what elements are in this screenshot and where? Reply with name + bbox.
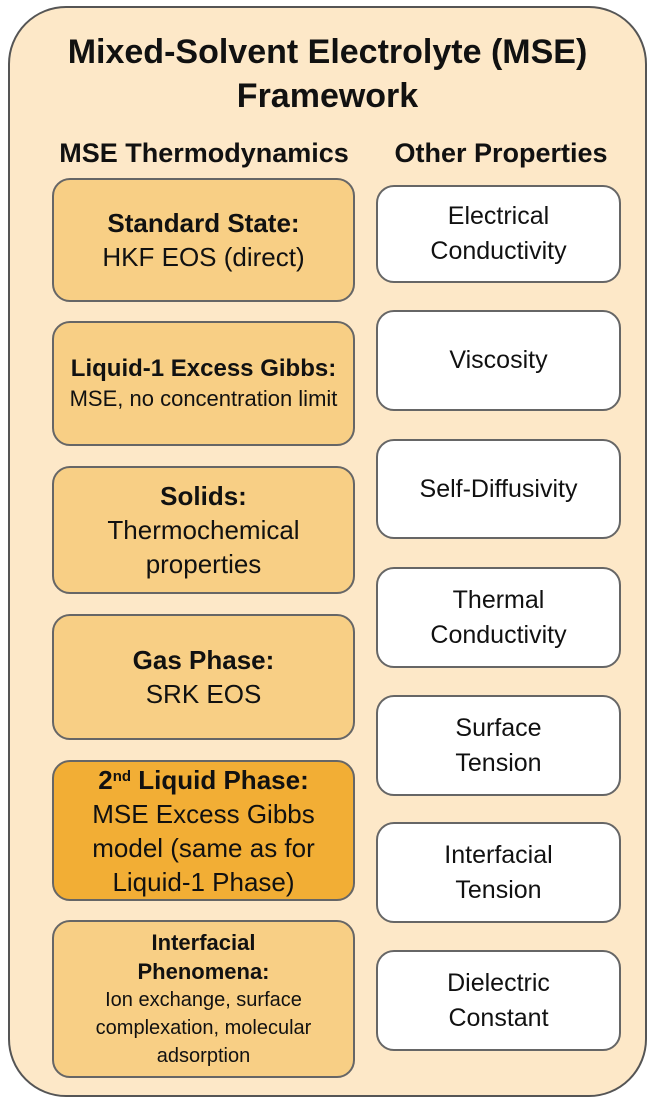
surface-tension-box: Surface Tension <box>376 695 621 796</box>
liquid-1-excess-gibbs-box: Liquid-1 Excess Gibbs: MSE, no concentra… <box>52 321 355 446</box>
interfacial-phenomena-heading: Interfacial Phenomena: <box>137 930 270 984</box>
diagram-title: Mixed-Solvent Electrolyte (MSE) Framewor… <box>67 33 588 115</box>
solids-body: Thermochemical properties <box>107 515 300 579</box>
second-liquid-phase-body: MSE Excess Gibbs model (same as for Liqu… <box>92 798 315 897</box>
solids-heading: Solids: <box>160 481 247 511</box>
viscosity-box: Viscosity <box>376 310 621 411</box>
gas-phase-heading: Gas Phase: <box>132 645 275 675</box>
self-diffusivity-box: Self-Diffusivity <box>376 439 621 539</box>
gas-phase-box: Gas Phase: SRK EOS <box>52 614 355 740</box>
interfacial-phenomena-body: Ion exchange, surface complexation, mole… <box>95 989 312 1067</box>
interfacial-phenomena-box: Interfacial Phenomena: Ion exchange, sur… <box>52 920 355 1078</box>
second-liquid-phase-box: 2nd Liquid Phase: MSE Excess Gibbs model… <box>52 760 355 901</box>
interfacial-tension-box: Interfacial Tension <box>376 822 621 923</box>
standard-state-box: Standard State: HKF EOS (direct) <box>52 178 355 302</box>
gas-phase-body: SRK EOS <box>145 679 262 709</box>
thermal-conductivity-box: Thermal Conductivity <box>376 567 621 668</box>
liquid-1-excess-gibbs-heading: Liquid-1 Excess Gibbs: <box>70 355 337 382</box>
dielectric-constant-box: Dielectric Constant <box>376 950 621 1051</box>
thermodynamics-column-header: MSE Thermodynamics <box>59 138 349 168</box>
liquid-1-excess-gibbs-body: MSE, no concentration limit <box>69 386 338 411</box>
standard-state-heading: Standard State: <box>107 208 300 238</box>
standard-state-body: HKF EOS (direct) <box>102 242 305 272</box>
solids-box: Solids: Thermochemical properties <box>52 466 355 594</box>
properties-column-header: Other Properties <box>394 138 608 168</box>
electrical-conductivity-box: Electrical Conductivity <box>376 185 621 283</box>
second-liquid-phase-heading: 2nd Liquid Phase: <box>98 764 309 795</box>
